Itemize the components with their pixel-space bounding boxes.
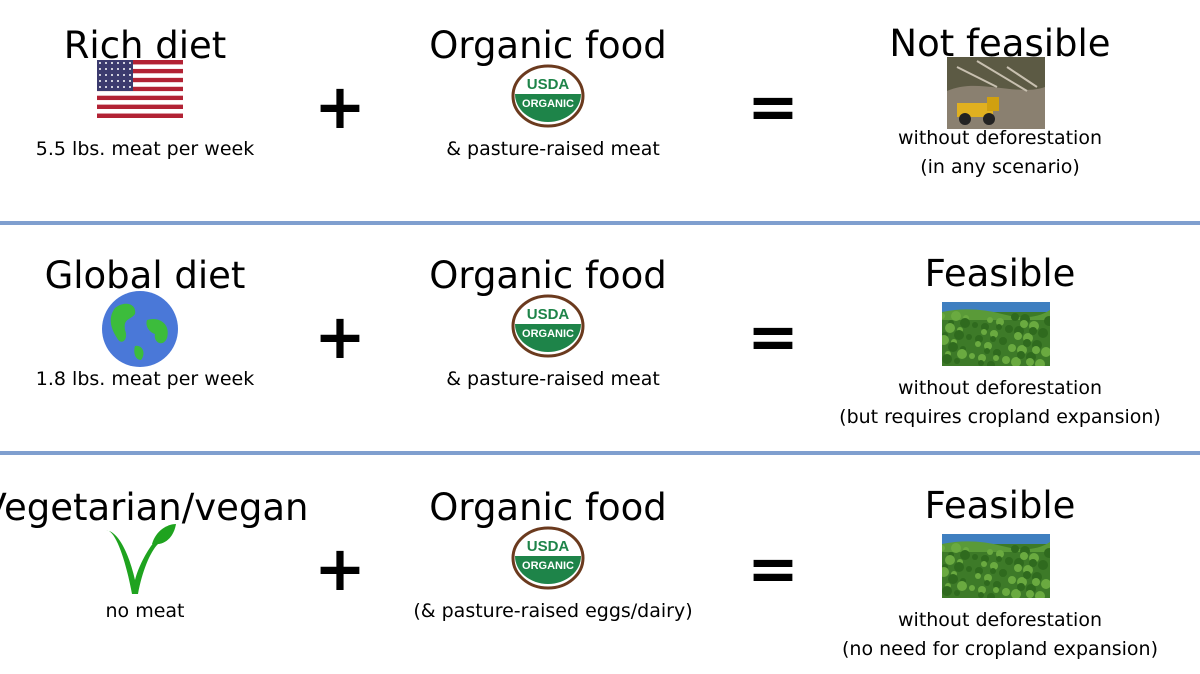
diet-caption: 5.5 lbs. meat per week (35, 138, 255, 160)
diet-title: Vegetarian/vegan (0, 486, 309, 529)
svg-text:ORGANIC: ORGANIC (522, 98, 574, 110)
result-title: Feasible (924, 484, 1076, 527)
result-caption-line: without deforestation (898, 609, 1102, 631)
us-flag-icon (97, 60, 183, 122)
diet-title: Rich diet (63, 24, 227, 67)
food-title: Organic food (429, 24, 667, 67)
result-caption-line: (but requires cropland expansion) (839, 406, 1161, 429)
svg-text:ORGANIC: ORGANIC (522, 328, 574, 340)
plus-sign: + (314, 532, 366, 605)
food-title: Organic food (429, 254, 667, 297)
row-divider (0, 221, 1200, 225)
row-divider (0, 451, 1200, 455)
diet-caption: no meat (105, 600, 185, 622)
food-title: Organic food (429, 486, 667, 529)
food-caption: (& pasture-raised eggs/dairy) (413, 600, 693, 622)
result-caption-line: without deforestation (898, 127, 1102, 149)
usda-text: USDA (527, 76, 570, 93)
result-caption: without deforestation (no need for cropla… (842, 606, 1158, 665)
food-caption: & pasture-raised meat (446, 368, 660, 390)
equals-sign: = (747, 300, 799, 373)
diet-title: Global diet (44, 254, 246, 297)
deforestation-truck-image (947, 57, 1045, 133)
globe-icon (101, 290, 179, 372)
plus-sign: + (314, 300, 366, 373)
diet-caption: 1.8 lbs. meat per week (35, 368, 255, 390)
result-title: Feasible (924, 252, 1076, 295)
usda-organic-logo: USDA ORGANIC (511, 526, 585, 594)
result-caption: without deforestation (but requires cropl… (839, 374, 1161, 433)
plus-sign: + (314, 70, 366, 143)
equals-sign: = (747, 70, 799, 143)
result-caption: without deforestation (in any scenario) (898, 124, 1102, 183)
usda-text: USDA (527, 306, 570, 323)
result-caption-line: without deforestation (898, 377, 1102, 399)
forest-image (939, 534, 1054, 602)
result-caption-line: (no need for cropland expansion) (842, 638, 1158, 661)
usda-organic-logo: USDA ORGANIC (511, 64, 585, 132)
result-title: Not feasible (889, 22, 1111, 65)
result-caption-line: (in any scenario) (920, 156, 1080, 179)
usda-organic-logo: USDA ORGANIC (511, 294, 585, 362)
forest-image (939, 302, 1054, 370)
vegan-leaf-icon (102, 522, 178, 604)
equals-sign: = (747, 532, 799, 605)
usda-text: USDA (527, 538, 570, 555)
food-caption: & pasture-raised meat (446, 138, 660, 160)
svg-text:ORGANIC: ORGANIC (522, 560, 574, 572)
